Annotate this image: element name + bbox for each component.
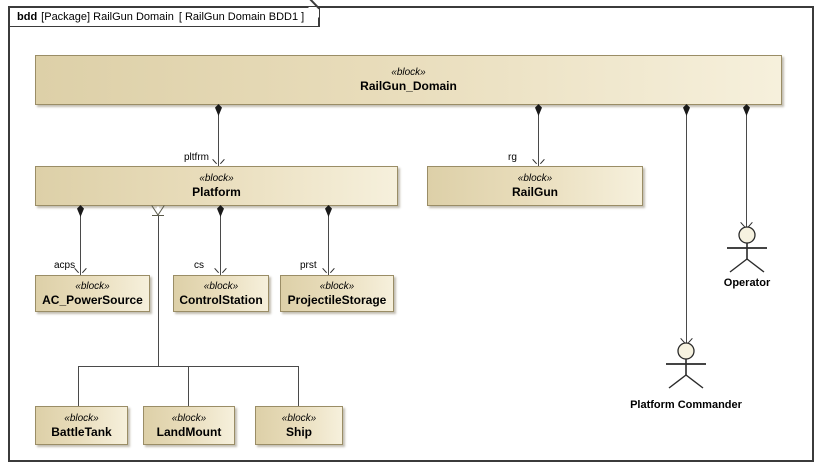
block-platform[interactable]: «block» Platform	[35, 166, 398, 206]
composition-diamond-acps	[77, 205, 84, 217]
block-projectilestorage[interactable]: «block» ProjectileStorage	[280, 275, 394, 312]
block-stereotype: «block»	[64, 412, 99, 424]
block-ac-powersource[interactable]: «block» AC_PowerSource	[35, 275, 150, 312]
connector-line-operator	[746, 105, 747, 227]
block-name: ControlStation	[179, 292, 263, 307]
part-label-pltfrm: pltfrm	[184, 152, 209, 163]
connector-line-acps	[80, 206, 81, 275]
connector-line-rg	[538, 105, 539, 166]
block-stereotype: «block»	[391, 67, 426, 78]
diagram-scope-label: [Package] RailGun Domain	[41, 11, 174, 23]
composition-diamond-operator	[743, 104, 750, 116]
block-ship[interactable]: «block» Ship	[255, 406, 343, 445]
block-railgun-domain[interactable]: «block» RailGun_Domain	[35, 55, 782, 105]
generalization-drop-battletank	[78, 366, 79, 406]
block-name: ProjectileStorage	[287, 292, 387, 307]
connector-line-cs	[220, 206, 221, 275]
block-stereotype: «block»	[199, 173, 234, 184]
generalization-drop-landmount	[188, 366, 189, 406]
block-name: AC_PowerSource	[42, 292, 143, 307]
actor-platform-commander-figure[interactable]	[657, 342, 715, 392]
block-battletank[interactable]: «block» BattleTank	[35, 406, 128, 445]
block-railgun[interactable]: «block» RailGun	[427, 166, 643, 206]
block-stereotype: «block»	[75, 280, 110, 292]
connector-line-pltfrm	[218, 105, 219, 166]
composition-diamond-prst	[325, 205, 332, 217]
block-name: LandMount	[156, 424, 222, 439]
block-stereotype: «block»	[319, 280, 355, 292]
diagram-header-tab: bdd [Package] RailGun Domain [ RailGun D…	[8, 0, 321, 27]
arrow-head-operator	[742, 221, 751, 228]
diagram-name-label: [ RailGun Domain BDD1 ]	[178, 11, 305, 23]
connector-line-prst	[328, 206, 329, 275]
composition-diamond-cs	[217, 205, 224, 217]
actor-operator-figure[interactable]	[718, 226, 776, 276]
block-stereotype: «block»	[281, 412, 317, 424]
block-controlstation[interactable]: «block» ControlStation	[173, 275, 269, 312]
generalization-stem	[158, 216, 159, 366]
block-landmount[interactable]: «block» LandMount	[143, 406, 235, 445]
arrow-head-acps	[76, 267, 85, 274]
part-label-acps: acps	[54, 260, 76, 271]
arrow-head-rg	[534, 158, 543, 165]
connector-line-platform-commander	[686, 105, 687, 343]
block-name: RailGun_Domain	[360, 79, 457, 93]
part-label-prst: prst	[300, 260, 317, 271]
composition-diamond-rg	[535, 104, 542, 116]
arrow-head-cs	[216, 267, 225, 274]
block-name: Platform	[192, 185, 241, 199]
part-label-cs: cs	[194, 260, 204, 271]
generalization-drop-ship	[298, 366, 299, 406]
composition-diamond-platform-commander	[683, 104, 690, 116]
block-name: RailGun	[511, 185, 558, 199]
actor-platform-commander-label: Platform Commander	[630, 399, 742, 411]
generalization-triangle-base	[152, 215, 164, 216]
block-stereotype: «block»	[203, 280, 239, 292]
diagram-kind-label: bdd	[17, 11, 38, 23]
composition-diamond-pltfrm	[215, 104, 222, 116]
header-tab-corner-icon	[308, 7, 320, 18]
arrow-head-platform-commander	[682, 337, 691, 344]
block-stereotype: «block»	[171, 412, 207, 424]
block-name: Ship	[286, 424, 312, 439]
part-label-rg: rg	[508, 152, 517, 163]
block-stereotype: «block»	[517, 173, 553, 184]
arrow-head-pltfrm	[214, 158, 223, 165]
actor-operator-label: Operator	[723, 277, 771, 289]
block-name: BattleTank	[51, 424, 112, 439]
arrow-head-prst	[324, 267, 333, 274]
